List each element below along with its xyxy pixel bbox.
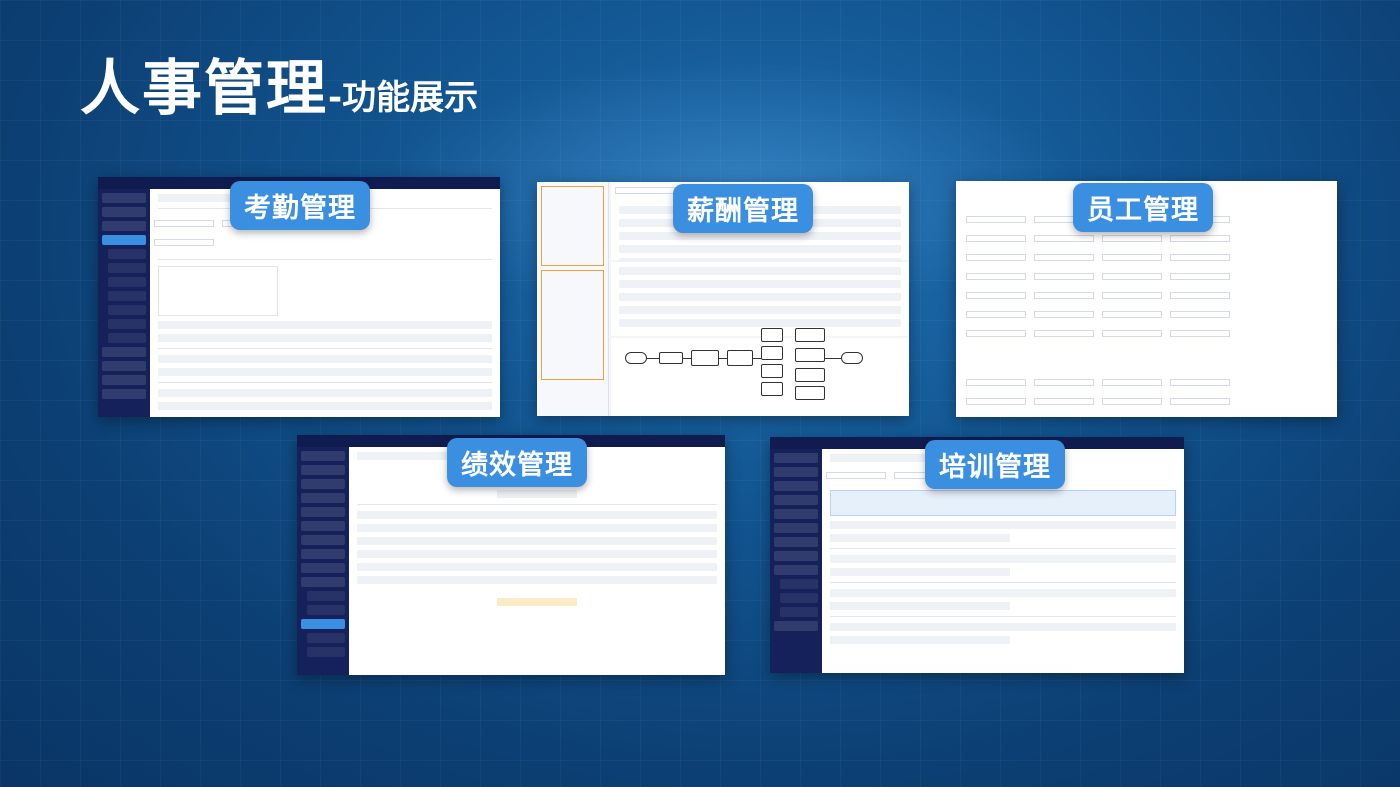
app-content [150, 189, 500, 417]
app-sidebar [770, 449, 822, 673]
employee-form [956, 181, 1337, 417]
badge-salary: 薪酬管理 [673, 184, 813, 233]
org-tree [537, 182, 609, 416]
app-sidebar [98, 189, 150, 417]
approval-flow [611, 328, 909, 416]
page-title-main: 人事管理 [80, 54, 328, 124]
badge-performance: 绩效管理 [447, 438, 587, 487]
badge-training: 培训管理 [925, 440, 1065, 489]
badge-employee: 员工管理 [1073, 183, 1213, 232]
salary-detail-table [611, 262, 909, 336]
app-sidebar [297, 447, 349, 675]
attendance-screenshot [98, 177, 500, 417]
app-content [349, 447, 725, 675]
page-title-sub: -功能展示 [328, 78, 479, 118]
page-title: 人事管理 -功能展示 [80, 40, 478, 127]
badge-attendance: 考勤管理 [230, 181, 370, 230]
